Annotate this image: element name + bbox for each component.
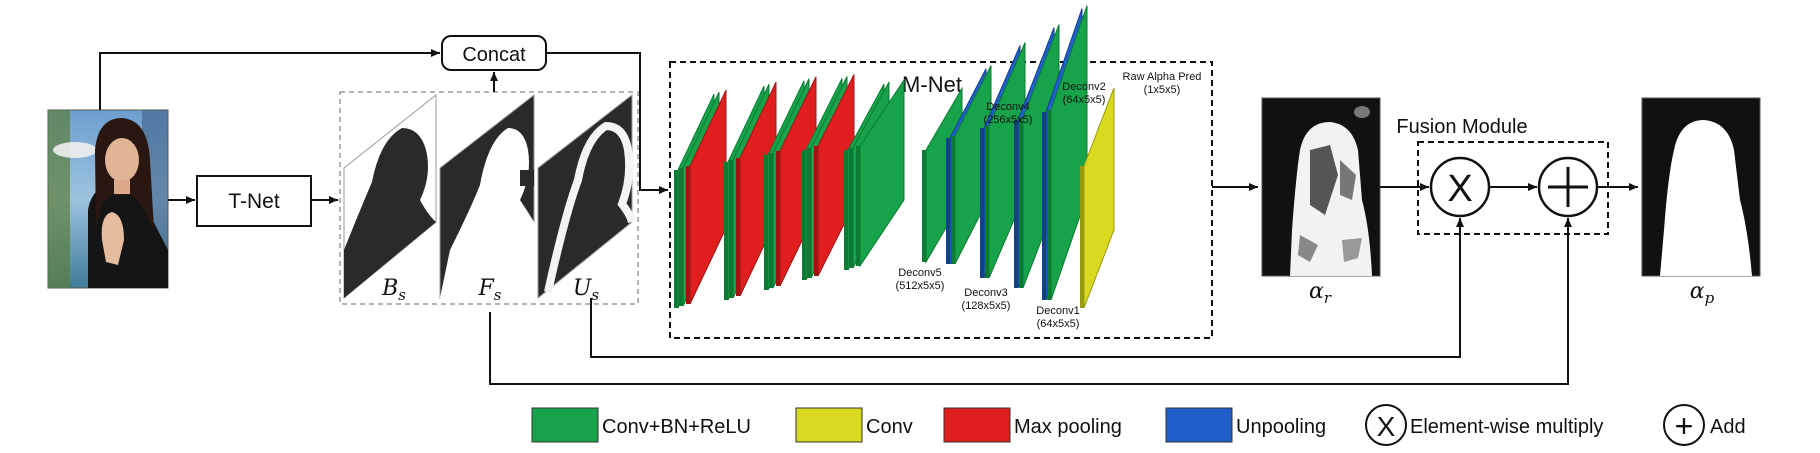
arrow-concat-to-mnet xyxy=(546,52,668,194)
legend-swatch-unpooling xyxy=(1165,407,1233,443)
arrow-fs-to-add xyxy=(489,218,1572,385)
deconv1-name: Deconv1 xyxy=(1036,305,1079,317)
unknown-map-us xyxy=(537,93,636,300)
alpha-p-subscript: p xyxy=(1705,289,1715,307)
connections xyxy=(99,49,1638,385)
raw-alpha-pred-layer xyxy=(1080,87,1115,309)
legend-label-conv: Conv xyxy=(866,416,913,438)
mnet-box xyxy=(669,61,1213,339)
deconv2-size: (64x5x5) xyxy=(1063,94,1106,106)
deconv4-size: (256x5x5) xyxy=(984,114,1033,126)
deconv5-size: (512x5x5) xyxy=(896,280,945,292)
legend-swatch-conv-bn-relu xyxy=(531,407,599,443)
us-letter: U xyxy=(573,276,593,301)
alpha-r-letter: α xyxy=(1309,279,1324,304)
tnet-box xyxy=(196,175,312,227)
fs-label: Fs xyxy=(478,276,502,304)
alpha-r-subscript: r xyxy=(1324,289,1332,307)
arrow-input-to-concat xyxy=(99,49,440,110)
fs-subscript: s xyxy=(494,286,502,304)
legend-label-max-pooling: Max pooling xyxy=(1014,416,1122,438)
raw-alpha-matte-image xyxy=(1261,97,1381,277)
background-map-bs xyxy=(343,93,437,300)
deconv2-name: Deconv2 xyxy=(1062,81,1105,93)
raw-alpha-name: Raw Alpha Pred xyxy=(1123,71,1202,83)
deconv3-name: Deconv3 xyxy=(964,287,1007,299)
alpha-p-label: αp xyxy=(1690,279,1715,307)
deconv5-name: Deconv5 xyxy=(898,267,941,279)
legend-multiply-icon xyxy=(1365,404,1407,446)
legend-add-symbol: + xyxy=(1675,408,1694,444)
encoder-conv-5c xyxy=(856,78,905,268)
deconv1-size: (64x5x5) xyxy=(1037,318,1080,330)
arrow-us-to-multiply xyxy=(590,218,1464,358)
deconv4-name: Deconv4 xyxy=(986,101,1029,113)
raw-alpha-size: (1x5x5) xyxy=(1144,84,1181,96)
concat-label: Concat xyxy=(462,44,526,66)
legend: Conv+BN+ReLU Conv Max pooling Unpooling … xyxy=(531,404,1746,446)
tnet-label: T-Net xyxy=(228,190,280,213)
alpha-p-letter: α xyxy=(1690,279,1705,304)
legend-label-conv-bn-relu: Conv+BN+ReLU xyxy=(602,416,751,438)
tnet-output-group xyxy=(339,91,639,305)
deconv3-size: (128x5x5) xyxy=(962,300,1011,312)
us-subscript: s xyxy=(591,286,599,304)
legend-multiply-symbol: X xyxy=(1377,411,1396,442)
bs-label: Bs xyxy=(381,276,406,304)
bs-letter: B xyxy=(381,276,398,301)
alpha-r-label: αr xyxy=(1309,279,1332,307)
us-label: Us xyxy=(573,276,600,304)
mnet-layers xyxy=(674,5,1115,309)
legend-swatch-max-pooling xyxy=(943,407,1011,443)
final-alpha-matte-image xyxy=(1641,97,1761,277)
legend-label-add: Add xyxy=(1710,416,1746,438)
bs-subscript: s xyxy=(398,286,406,304)
legend-label-element-wise-multiply: Element-wise multiply xyxy=(1410,416,1603,438)
foreground-map-fs xyxy=(439,93,535,300)
fs-letter: F xyxy=(478,276,495,301)
legend-add-icon xyxy=(1663,404,1705,446)
legend-label-unpooling: Unpooling xyxy=(1236,416,1326,438)
fusion-module-label: Fusion Module xyxy=(1396,116,1527,138)
input-portrait-image xyxy=(47,109,169,289)
legend-swatch-conv xyxy=(795,407,863,443)
mnet-label: M-Net xyxy=(902,72,962,97)
multiply-symbol: X xyxy=(1447,168,1472,210)
